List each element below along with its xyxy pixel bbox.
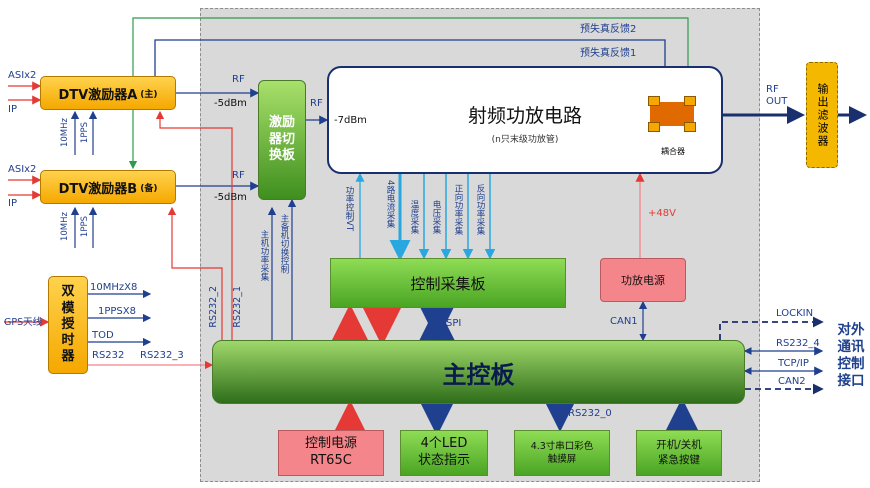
rs232-3-label: RS232_3 [140,350,184,361]
gps-out4-label: RS232 [92,350,125,361]
pa-input-level: -7dBm [334,115,367,126]
feedback-1-label: 预失真反馈1 [580,48,637,59]
exciter-b-title: DTV激励器B [58,181,138,197]
ten-mhz-b-label: 10MHz [60,212,70,242]
gps-timer-label: 双模授时器 [61,284,75,365]
switch-board-label: 激励器切换板 [268,114,295,164]
exciter-b: DTV激励器B(备) [40,170,176,204]
filter-label: 输出滤波器 [816,82,829,148]
output-filter: 输出滤波器 [806,62,838,168]
pa-power-label: 功放电源 [621,274,665,287]
can2-label: CAN2 [778,376,806,387]
fwd-label: 正向功率采集 [453,184,463,235]
rev-label: 反向功率采集 [475,184,485,235]
switch-board: 激励器切换板 [258,80,306,200]
acquisition-board: 控制采集板 [330,258,566,308]
exciter-b-tag: (备) [140,183,158,194]
switch-ctl-label: 主备机切换控制 [279,214,289,274]
gps-out3-label: TOD [92,330,114,341]
asi-a-label: ASIx2 [8,70,37,81]
rs232-2-label: RS232_2 [208,286,219,328]
main-pwr-label: 主机功率采集 [259,230,269,281]
rf-label-a: RF [232,74,245,85]
ten-mhz-a-label: 10MHz [60,118,70,148]
pps-a-label: 1PPS [80,122,90,144]
exciter-a-tag: (主) [140,89,158,100]
switch-label: 开机/关机 紧急按键 [656,439,702,466]
coupler-label: 耦合器 [661,147,685,156]
ctl-power-label: 控制电源 RT65C [304,436,357,468]
feedback-2-label: 预失真反馈2 [580,24,637,35]
volt-label: 电压采集 [431,200,441,234]
power-switch: 开机/关机 紧急按键 [636,430,722,476]
rs232-1-label: RS232_1 [232,286,243,328]
ip-b-label: IP [8,198,17,209]
gps-antenna-label: GPS天线 [4,317,43,328]
pps-b-label: 1PPS [80,216,90,238]
main-control-board: 主控板 [212,340,745,404]
level-b-label: -5dBm [214,192,247,203]
touch-label: 4.3寸串口彩色 触摸屏 [530,440,594,465]
touch-screen: 4.3寸串口彩色 触摸屏 [514,430,610,476]
rf-out-label: RF OUT [766,84,788,107]
led-label: 4个LED 状态指示 [417,436,470,468]
tcpip-label: TCP/IP [778,358,809,369]
vt-label: 功率控制VT [344,186,354,232]
gps-timer: 双模授时器 [48,276,88,374]
pa-subtitle: (n只末级功放管) [491,135,559,145]
ip-a-label: IP [8,104,17,115]
rs232-0-label: RS232_0 [568,408,612,419]
pa-title: 射频功放电路 [467,105,582,127]
external-interface-title: 对外通讯控制接口 [837,322,865,389]
rf-label-switch: RF [310,98,323,109]
main-board-label: 主控板 [442,360,515,389]
level-a-label: -5dBm [214,98,247,109]
voltage-label: +48V [648,208,676,219]
temp-label: 温度采集 [409,200,419,234]
rf-label-b: RF [232,170,245,181]
rs232-4-label: RS232_4 [776,338,820,349]
pa-power-supply: 功放电源 [600,258,686,302]
coupler-icon [646,96,698,132]
asi-b-label: ASIx2 [8,164,37,175]
pa-circuit: 射频功放电路 (n只末级功放管) [327,66,723,174]
exciter-a: DTV激励器A(主) [40,76,176,110]
gps-out1-label: 10MHzX8 [90,282,138,293]
lockin-label: LOCKIN [776,308,814,319]
spi-label: SPI [446,318,462,329]
acq-board-label: 控制采集板 [410,274,486,293]
exciter-a-title: DTV激励器A [58,87,138,103]
gps-out2-label: 1PPSX8 [98,306,136,317]
led-indicators: 4个LED 状态指示 [400,430,488,476]
control-power-supply: 控制电源 RT65C [278,430,384,476]
can1-label: CAN1 [610,316,638,327]
current-label: 4路电流采集 [385,180,395,228]
